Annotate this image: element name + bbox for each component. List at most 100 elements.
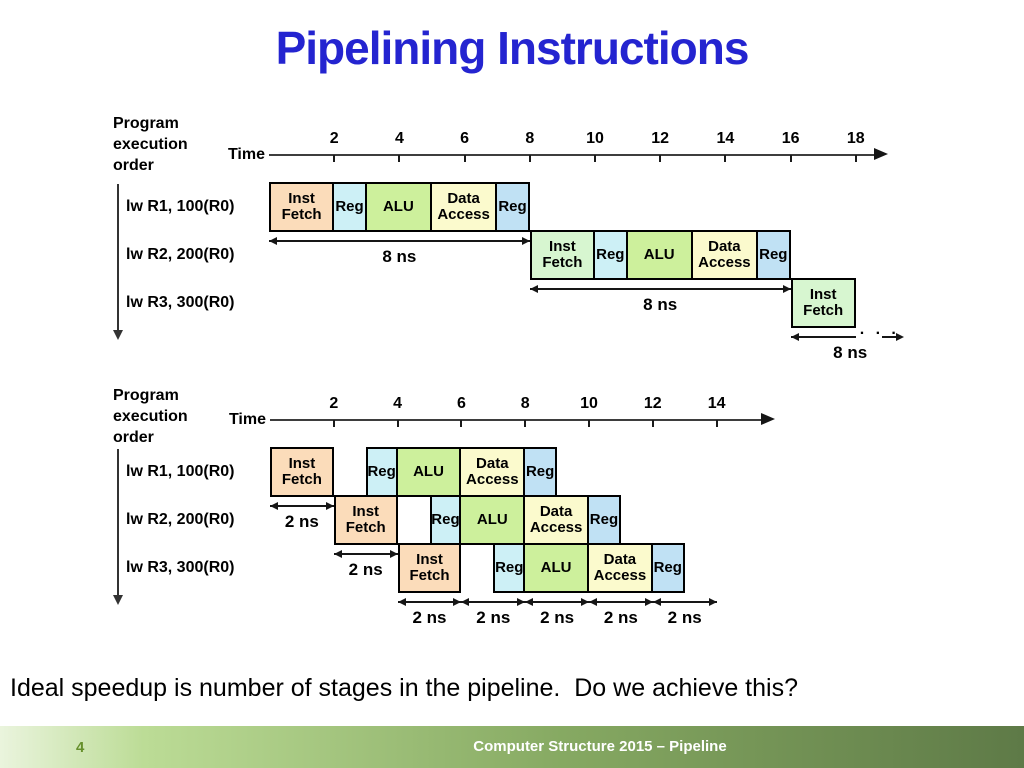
duration-arrow-line <box>461 601 526 603</box>
time-axis-arrowhead-icon <box>874 148 888 160</box>
stage-box: ALU <box>395 447 462 497</box>
stage-box-label: Inst Fetch <box>542 238 583 271</box>
time-tick-label: 14 <box>716 130 735 147</box>
stage-box-label: Reg <box>653 559 682 576</box>
stage-box-label: Inst Fetch <box>345 503 386 536</box>
arrowhead-right-icon <box>581 598 589 606</box>
time-tick-label: 8 <box>520 395 530 412</box>
arrowhead-right-icon <box>453 598 462 606</box>
time-tick-label: 10 <box>586 130 604 147</box>
footer-bar: 4 Computer Structure 2015 – Pipeline <box>0 726 1024 768</box>
stage-box: Reg <box>587 495 621 545</box>
stage-box: Data Access <box>587 543 653 593</box>
stage-box: Inst Fetch <box>270 447 334 497</box>
page-title: Pipelining Instructions <box>275 22 750 74</box>
stage-box-label: Reg <box>367 463 396 480</box>
caption-text: Ideal speedup is number of stages in the… <box>10 674 798 702</box>
arrowhead-right-icon <box>895 333 904 341</box>
duration-arrow-line <box>333 553 398 555</box>
arrowhead-left-icon <box>270 502 278 510</box>
stage-box: Reg <box>756 230 791 280</box>
time-tick <box>651 420 654 427</box>
time-axis-line <box>270 419 761 421</box>
time-tick <box>588 420 590 427</box>
time-tick-label: 18 <box>846 130 865 147</box>
instruction-label: lw R1, 100(R0) <box>126 463 235 480</box>
duration-label: 2 ns <box>284 512 319 531</box>
time-tick-label: 4 <box>393 395 403 412</box>
time-axis-arrowhead-icon <box>761 413 775 425</box>
program-order-arrow-line <box>117 184 119 330</box>
stage-box-label: Reg <box>495 559 524 576</box>
duration-label: 8 ns <box>833 343 868 362</box>
arrowhead-left-icon <box>397 598 406 606</box>
stage-box-label: ALU <box>476 511 508 528</box>
arrowhead-left-icon <box>525 598 534 606</box>
stage-box-label: Reg <box>525 463 555 480</box>
time-tick <box>854 155 857 162</box>
stage-box-label: Reg <box>589 511 619 528</box>
stage-box-label: ALU <box>382 198 414 215</box>
duration-label: 2 ns <box>603 608 638 627</box>
stage-box: Reg <box>365 447 398 497</box>
arrowhead-left-icon <box>589 598 597 606</box>
stage-box: Reg <box>493 543 526 593</box>
arrowhead-left-icon <box>529 285 538 293</box>
arrowhead-right-icon <box>644 598 653 606</box>
duration-label: 2 ns <box>412 608 447 627</box>
stage-box-label: Inst Fetch <box>409 551 450 584</box>
time-tick-label: 4 <box>394 130 404 147</box>
time-tick-label: 2 <box>329 130 339 147</box>
arrowhead-right-icon <box>708 598 717 606</box>
program-order-arrowhead-icon <box>113 595 123 605</box>
stage-box-label: Data Access <box>698 238 751 271</box>
arrowhead-right-icon <box>521 237 530 245</box>
instruction-label: lw R3, 300(R0) <box>126 294 235 311</box>
arrowhead-left-icon <box>269 237 277 245</box>
stage-box-label: Inst Fetch <box>803 286 844 319</box>
stage-box-label: Data Access <box>593 551 647 584</box>
duration-arrow-line <box>652 601 717 603</box>
time-tick-label: 16 <box>781 130 800 147</box>
stage-box-label: Inst Fetch <box>281 455 322 488</box>
stage-box-label: Reg <box>431 511 460 528</box>
stage-box: Inst Fetch <box>397 543 462 593</box>
arrowhead-left-icon <box>461 598 470 606</box>
stage-box: Inst Fetch <box>333 495 398 545</box>
stage-box: Reg <box>429 495 462 545</box>
stage-box: Inst Fetch <box>790 278 856 328</box>
time-tick-label: 12 <box>651 130 670 147</box>
time-tick-label: 14 <box>707 395 726 412</box>
stage-box-label: Data Access <box>529 503 583 536</box>
program-execution-order-label: Program execution order <box>113 387 188 446</box>
arrowhead-left-icon <box>652 598 661 606</box>
stage-box: ALU <box>625 230 693 280</box>
duration-arrow-line <box>525 601 589 603</box>
stage-box-label: Data Access <box>437 190 490 223</box>
stage-box-label: Reg <box>596 246 625 263</box>
arrowhead-left-icon <box>790 333 799 341</box>
duration-label: 8 ns <box>643 295 678 314</box>
time-tick <box>659 155 662 162</box>
stage-box: Data Access <box>430 182 498 232</box>
time-tick <box>396 420 399 427</box>
time-tick <box>332 420 335 427</box>
stage-box-label: Reg <box>335 198 364 215</box>
arrowhead-left-icon <box>333 550 342 558</box>
instruction-label: lw R1, 100(R0) <box>126 198 235 215</box>
stage-box: Data Access <box>690 230 758 280</box>
duration-arrow-line <box>790 336 856 338</box>
stage-box-label: ALU <box>540 559 572 576</box>
arrowhead-right-icon <box>389 550 398 558</box>
stage-box: Inst Fetch <box>529 230 595 280</box>
time-tick <box>724 155 727 162</box>
instruction-label: lw R2, 200(R0) <box>126 511 235 528</box>
duration-arrow-line <box>270 505 334 507</box>
instruction-label: lw R2, 200(R0) <box>126 246 235 263</box>
time-tick-label: 6 <box>460 130 470 147</box>
time-tick <box>398 155 401 162</box>
duration-arrow-line <box>881 336 896 338</box>
